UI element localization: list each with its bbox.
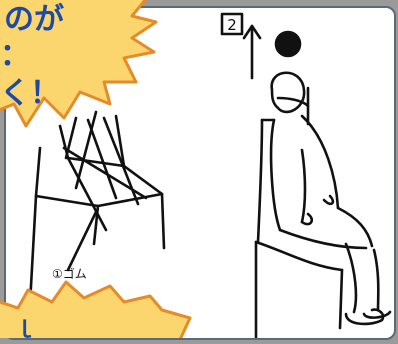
small-circle-label: ① — [150, 309, 161, 323]
bottom-callout-text: ｌ — [14, 312, 36, 344]
panel-number: 2 — [227, 16, 237, 34]
top-callout-line3: く！ — [0, 68, 60, 112]
rubber-label: ①ゴム — [52, 266, 87, 281]
